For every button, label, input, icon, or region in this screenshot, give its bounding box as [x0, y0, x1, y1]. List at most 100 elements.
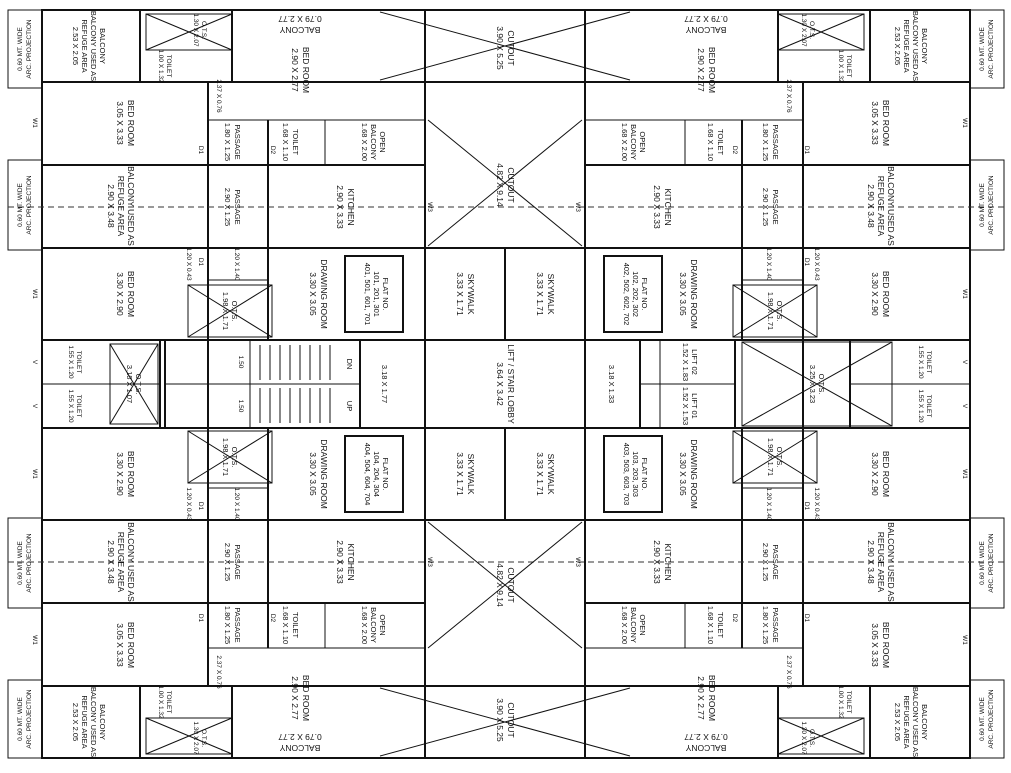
ots-label: O.T.S. [775, 301, 784, 322]
open-balcony-dim: 1.68 X 2.00 [360, 123, 369, 161]
ots-dim: 1.30 X 2.07 [800, 721, 807, 755]
balcony-refuge-label: BALCONY USED AS [886, 522, 896, 602]
refuge-area-label: REFUGE AREA [902, 19, 911, 72]
passage-label: PASSAGE [233, 544, 242, 579]
passage-label: PASSAGE [771, 124, 780, 159]
wall-grid [42, 10, 970, 758]
flat-numbers: 102, 202, 302 [631, 271, 640, 317]
flat-no-label: FLAT NO. [640, 277, 649, 310]
passage-dim: 2.90 X 1.25 [223, 188, 232, 226]
balcony-dim: 2.53 X 2.05 [893, 27, 902, 65]
lobby-dim-small: 1.20 X 1.40 [765, 487, 772, 521]
projection-lines [8, 206, 1004, 563]
projection-width-label: 0.60 MT. WIDE [979, 26, 986, 70]
kitchen-label: KITCHEN [663, 188, 673, 225]
bed-room-label: BED ROOM [881, 100, 891, 146]
door-mark: D1 [803, 146, 810, 155]
open-label: OPEN [378, 131, 387, 152]
bed-room-dim: 3.30 X 2.90 [115, 272, 125, 316]
ots-label: O.T.S. [817, 374, 826, 395]
passage-label: PASSAGE [233, 189, 242, 224]
ots-dim: 1.98 X 1.71 [221, 292, 230, 330]
window-mark: W3 [426, 557, 433, 567]
passage-dim-small: 2.37 X 0.76 [785, 79, 792, 113]
window-mark: W3 [426, 202, 433, 212]
kitchen-label: KITCHEN [663, 543, 673, 580]
projection-width-label: 0.60 MT. WIDE [979, 696, 986, 740]
balcony-refuge-label: BALCONY USED AS [886, 166, 896, 246]
toilet-dim: 1.00 X 1.32 [157, 685, 164, 719]
staircase [164, 339, 361, 429]
door-mark: D2 [269, 146, 276, 155]
refuge-area-label: REFUGE AREA [876, 176, 886, 237]
flat-no-label: FLAT NO. [640, 457, 649, 490]
bed-room-label: BED ROOM [301, 47, 311, 93]
toilet-dim: 1.68 X 1.10 [706, 606, 715, 644]
open-balcony-dim: 1.68 X 2.00 [620, 123, 629, 161]
cutout-label: CUTOUT [506, 167, 516, 202]
lift-01-label: LIFT 01 [690, 393, 699, 419]
flat-numbers: 103, 203, 303 [631, 451, 640, 497]
toilet-dim: 1.68 X 1.10 [706, 123, 715, 161]
ots-dim: 1.30 X 2.07 [800, 13, 807, 47]
door-mark: D2 [731, 614, 738, 623]
used-as-label: BALCONY USED AS [89, 11, 98, 81]
toilet-dim: 1.00 X 1.32 [837, 685, 844, 719]
lobby-dim-small: 1.20 X 1.40 [233, 247, 240, 281]
open-balcony-dim: 1.68 X 2.00 [360, 606, 369, 644]
door-mark: D1 [803, 258, 810, 267]
skywalk-dim: 3.33 X 1.71 [535, 452, 545, 496]
refuge-area-label: REFUGE AREA [80, 19, 89, 72]
toilet-label: TOILET [291, 129, 300, 156]
passage-label: PASSAGE [233, 124, 242, 159]
bed-room-dim: 3.30 X 2.90 [870, 272, 880, 316]
balcony-label: BALCONY [685, 743, 726, 753]
door-mark: D2 [731, 146, 738, 155]
projection-label: ARC. PROJECTION [988, 19, 995, 79]
ots-label: O.T.S. [808, 729, 815, 747]
vent-mark: V [961, 360, 968, 365]
toilet-dim: 1.68 X 1.10 [281, 606, 290, 644]
balcony-dim: 2.53 X 2.05 [893, 703, 902, 741]
bed-room-label: BED ROOM [126, 622, 136, 668]
open-balcony-label: BALCONY [629, 607, 638, 643]
lift-02-dim: 1.52 X 1.83 [681, 343, 690, 381]
balcony-dim: 2.53 X 2.05 [71, 27, 80, 65]
skywalk-label: SKYWALK [466, 454, 476, 495]
ots-label: O.T.S. [134, 374, 143, 395]
toilet-label: TOILET [165, 691, 172, 714]
flat-no-label: FLAT NO. [381, 457, 390, 490]
bed-room-dim: 3.05 X 3.33 [870, 623, 880, 667]
toilet-label: TOILET [75, 351, 82, 374]
vent-mark: V [31, 404, 38, 409]
window-mark: W1 [961, 289, 968, 299]
window-mark: W1 [31, 289, 38, 299]
passage-label: PASSAGE [771, 544, 780, 579]
used-as-label: BALCONY USED AS [911, 687, 920, 757]
kitchen-dim: 2.90 X 3.33 [335, 540, 345, 584]
bed-room-label: BED ROOM [881, 271, 891, 317]
passage-dim: 2.90 X 1.25 [761, 188, 770, 226]
door-mark: D1 [197, 614, 204, 623]
projection-label: ARC. PROJECTION [988, 175, 995, 235]
room-labels: BED ROOM 3.05 X 3.33 BED ROOM 3.05 X 3.3… [17, 11, 995, 757]
projection-width-label: 0.60 MT. WIDE [979, 182, 986, 226]
passage-dim: 1.80 X 1.25 [223, 606, 232, 644]
lift-02-label: LIFT 02 [690, 349, 699, 375]
passage-dim-small: 2.37 X 0.76 [215, 655, 222, 689]
cutout-dim: 4.82 X 9.14 [495, 163, 505, 207]
balcony-dim: 2.90 X 3.48 [106, 540, 116, 584]
balcony-label: BALCONY [98, 704, 107, 740]
niche-dim-small: 1.20 X 0.43 [813, 487, 820, 521]
projection-label: ARC. PROJECTION [26, 533, 33, 593]
stair-landing-dim: 3.18 X 1.77 [380, 365, 389, 403]
ots-dim: 1.30 X 2.07 [192, 13, 199, 47]
skywalk-dim: 3.33 X 1.71 [535, 272, 545, 316]
niche-dim-small: 1.20 X 0.43 [185, 487, 192, 521]
bed-room-label: BED ROOM [707, 675, 717, 721]
cutout-dim: 3.90 X 5.25 [495, 698, 505, 742]
balcony-dim: 0.79 X 2.77 [278, 14, 322, 24]
stair-dn-label: DN [345, 359, 354, 370]
window-mark: W1 [31, 118, 38, 128]
